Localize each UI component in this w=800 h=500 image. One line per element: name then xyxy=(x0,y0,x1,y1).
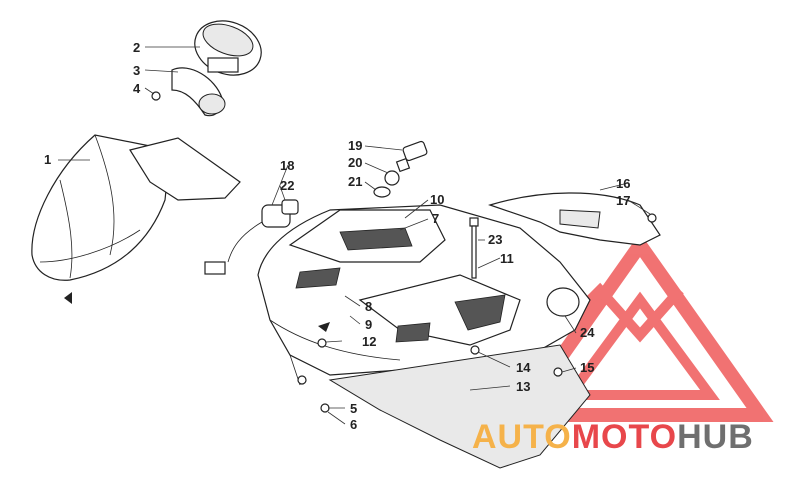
callout-10: 10 xyxy=(430,192,444,207)
callout-1: 1 xyxy=(44,152,51,167)
svg-text:AUTOMOTOHUB: AUTOMOTOHUB xyxy=(472,418,754,456)
callout-labels: 1 2 3 4 5 6 7 8 9 10 11 12 13 14 15 16 1… xyxy=(44,40,630,432)
callout-13: 13 xyxy=(516,379,530,394)
part-23-bolt xyxy=(469,217,479,279)
part-20-nut xyxy=(384,170,400,186)
callout-20: 20 xyxy=(348,155,362,170)
callout-15: 15 xyxy=(580,360,594,375)
callout-21: 21 xyxy=(348,174,362,189)
callout-11: 11 xyxy=(500,251,514,266)
watermark-brand: AUTOMOTOHUB xyxy=(472,418,754,456)
part-18-ignition-switch xyxy=(204,199,299,275)
watermark-brand-part1: AUTO xyxy=(472,418,572,456)
callout-22: 22 xyxy=(280,178,294,193)
part-19-key xyxy=(395,140,428,173)
fasteners xyxy=(297,338,563,413)
callout-5: 5 xyxy=(350,401,357,416)
part-2-headlight xyxy=(194,20,262,76)
callout-3: 3 xyxy=(133,63,140,78)
watermark-brand-part3: HUB xyxy=(677,418,754,456)
part-21-washer xyxy=(373,186,391,198)
callout-24: 24 xyxy=(580,325,595,340)
part-16-rear-panel xyxy=(488,192,661,246)
callout-19: 19 xyxy=(348,138,362,153)
callout-18: 18 xyxy=(280,158,294,173)
callout-12: 12 xyxy=(362,334,376,349)
watermark-brand-part2: MOTO xyxy=(572,418,677,456)
callout-8: 8 xyxy=(365,299,372,314)
callout-16: 16 xyxy=(616,176,630,191)
callout-2: 2 xyxy=(133,40,140,55)
arrow-head-icon xyxy=(64,292,330,332)
callout-6: 6 xyxy=(350,417,357,432)
part-24-round-cover xyxy=(546,287,580,317)
callout-23: 23 xyxy=(488,232,502,247)
callout-14: 14 xyxy=(516,360,531,375)
part-3-headlight-bracket xyxy=(171,67,226,117)
callout-17: 17 xyxy=(616,193,630,208)
callout-4: 4 xyxy=(133,81,141,96)
callout-7: 7 xyxy=(432,211,439,226)
callout-9: 9 xyxy=(365,317,372,332)
part-1-fender xyxy=(31,134,241,281)
part-11-console-panel xyxy=(295,267,521,346)
leader-lines xyxy=(58,46,651,425)
part-7-dash-insert xyxy=(288,209,446,263)
